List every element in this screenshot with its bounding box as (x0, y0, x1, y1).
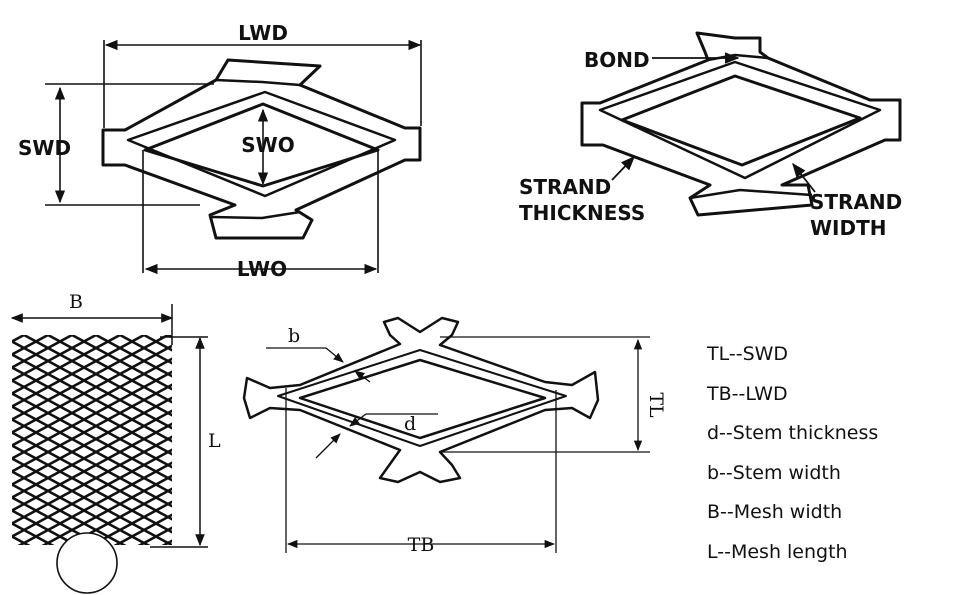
bond-label: BOND (584, 48, 650, 72)
stem-dimension-lines (266, 336, 650, 553)
legend-item-b: b--Stem width (707, 461, 841, 484)
mesh-width-label: B (69, 291, 83, 313)
stem-diagram: b d TL TB (242, 316, 667, 556)
lwd-label: LWD (238, 21, 288, 45)
lwo-label: LWO (237, 257, 287, 281)
tl-label: TL (645, 392, 667, 418)
strand-width-label-2: WIDTH (810, 216, 886, 240)
mesh-sheet (12, 335, 172, 594)
dimension-lines (45, 39, 422, 275)
callout-arrows (611, 52, 816, 193)
tb-label: TB (408, 534, 435, 556)
swo-label: SWO (241, 133, 294, 157)
stem-width-label: b (288, 325, 300, 347)
sheet-dimension-lines (10, 304, 208, 548)
strand-width-label-1: STRAND (810, 190, 902, 214)
swd-label: SWD (18, 136, 71, 160)
legend-item-mesh-length: L--Mesh length (707, 540, 848, 563)
mesh-sheet-diagram: B L (10, 291, 221, 594)
stem-thickness-label: d (404, 413, 416, 435)
mesh-length-label: L (208, 430, 221, 452)
strand-thickness-label-1: STRAND (519, 175, 611, 199)
strand-diagram: BOND STRAND THICKNESS STRAND WIDTH (519, 31, 902, 240)
mesh-dimension-diagram: LWD SWD SWO LWO (18, 21, 422, 281)
legend-item-tb: TB--LWD (707, 382, 788, 405)
diamond-strand-shape (242, 316, 600, 484)
legend-item-mesh-width: B--Mesh width (707, 501, 843, 523)
legend-item-d: d--Stem thickness (707, 422, 879, 444)
legend: TL--SWD TB--LWD d--Stem thickness b--Ste… (707, 342, 878, 579)
diamond-strand-shape (580, 31, 902, 217)
legend-item-tl: TL--SWD (707, 343, 789, 365)
strand-thickness-label-2: THICKNESS (519, 201, 645, 225)
